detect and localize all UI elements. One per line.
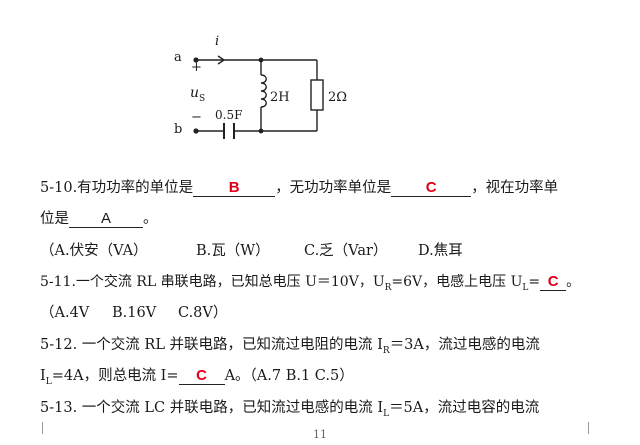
q513-text2: ＝5A，流过电容的电流 — [389, 400, 540, 416]
capacitor-label: 0.5F — [215, 108, 243, 122]
resistor-box — [310, 79, 324, 111]
q510-line1: 5-10.有功功率的单位是 B ，无功功率单位是 C ，视在功率单 — [40, 178, 558, 198]
plus-sign: + — [191, 60, 202, 75]
q510-answer2: C — [425, 179, 437, 196]
current-label: i — [215, 34, 220, 49]
page-number: 11 — [313, 428, 327, 441]
q510-answer3: A — [100, 210, 111, 227]
q511-option-c: C.8V） — [178, 305, 228, 321]
q510-option-b: B.瓦（W） — [196, 243, 270, 259]
q511-option-b: B.16V — [112, 305, 157, 321]
node-a-label: a — [174, 50, 182, 65]
q512-line1: 5-12. 一个交流 RL 并联电路，已知流过电阻的电流 IR＝3A，流过电感的… — [40, 335, 540, 361]
q512-text2: ＝3A，流过电感的电流 — [389, 337, 540, 353]
q512-answer: C — [196, 367, 207, 384]
q510-text5: 。 — [143, 211, 158, 227]
q512-text4: =4A，则总电流 I= — [51, 368, 179, 384]
node-a-dot — [193, 57, 199, 63]
q510-blank3: A — [69, 209, 143, 228]
junction-bottom — [258, 128, 264, 134]
q512-sub-l: L — [45, 376, 52, 387]
q512-blank: C — [178, 366, 225, 385]
q512-text5: A。（A.7 B.1 C.5） — [224, 368, 354, 384]
q512-sub-r: R — [382, 345, 390, 356]
q511-options: （A.4V B.16V C.8V） — [40, 303, 227, 323]
q510-blank1: B — [193, 178, 276, 197]
inductor-coil — [260, 74, 267, 108]
current-arrow — [217, 55, 226, 65]
q510-answer1: B — [228, 179, 240, 196]
q511-line1: 5-11.一个交流 RL 串联电路，已知总电压 U＝10V，UR=6V，电感上电… — [40, 272, 580, 298]
q512-text3: I — [40, 368, 46, 384]
q510-blank2: C — [391, 178, 472, 197]
corner-mark-left — [30, 422, 43, 434]
q512-line2: IL=4A，则总电流 I= C A。（A.7 B.1 C.5） — [40, 366, 354, 392]
q513-text1: 5-13. 一个交流 LC 并联电路，已知流过电感的电流 I — [40, 400, 384, 416]
capacitor-plates — [223, 123, 235, 139]
q510-line2: 位是 A 。 — [40, 209, 158, 229]
q511-answer: C — [547, 273, 559, 290]
minus-sign: − — [191, 110, 202, 125]
node-b-dot — [193, 128, 199, 134]
q513-line1: 5-13. 一个交流 LC 并联电路，已知流过电感的电流 IL＝5A，流过电容的… — [40, 398, 539, 424]
node-b-label: b — [174, 122, 183, 137]
q510-text2: ，无功功率单位是 — [275, 180, 392, 196]
q510-text3: ，视在功率单 — [471, 180, 559, 196]
q511-text4: 。 — [566, 274, 581, 290]
q513-sub-l: L — [383, 408, 390, 419]
corner-mark-right — [588, 422, 601, 434]
junction-top — [258, 57, 264, 63]
q510-text4: 位是 — [40, 211, 69, 227]
q511-text3: = — [528, 274, 541, 290]
q510-options: （A.伏安（VA） B.瓦（W） C.乏（Var） D.焦耳 — [40, 241, 463, 261]
q511-sub-r: R — [384, 282, 392, 293]
q512-text1: 5-12. 一个交流 RL 并联电路，已知流过电阻的电流 I — [40, 337, 383, 353]
q511-option-a: （A.4V — [40, 305, 90, 321]
q511-text1: 5-11.一个交流 RL 串联电路，已知总电压 U＝10V，U — [40, 274, 385, 290]
q511-sub-l: L — [522, 282, 529, 293]
q510-text1: 5-10.有功功率的单位是 — [40, 180, 194, 196]
q511-blank: C — [540, 272, 567, 291]
q510-option-c: C.乏（Var） — [304, 243, 388, 259]
q510-option-d: D.焦耳 — [418, 243, 463, 259]
resistor-label: 2Ω — [328, 90, 348, 105]
source-label: uS — [190, 85, 206, 104]
circuit-svg — [193, 55, 324, 139]
q511-text2: =6V，电感上电压 U — [391, 274, 523, 290]
q510-option-a: （A.伏安（VA） — [40, 243, 148, 259]
inductor-label: 2H — [270, 90, 290, 105]
circuit-diagram: a b + − i uS 0.5F 2H 2Ω — [160, 30, 360, 159]
